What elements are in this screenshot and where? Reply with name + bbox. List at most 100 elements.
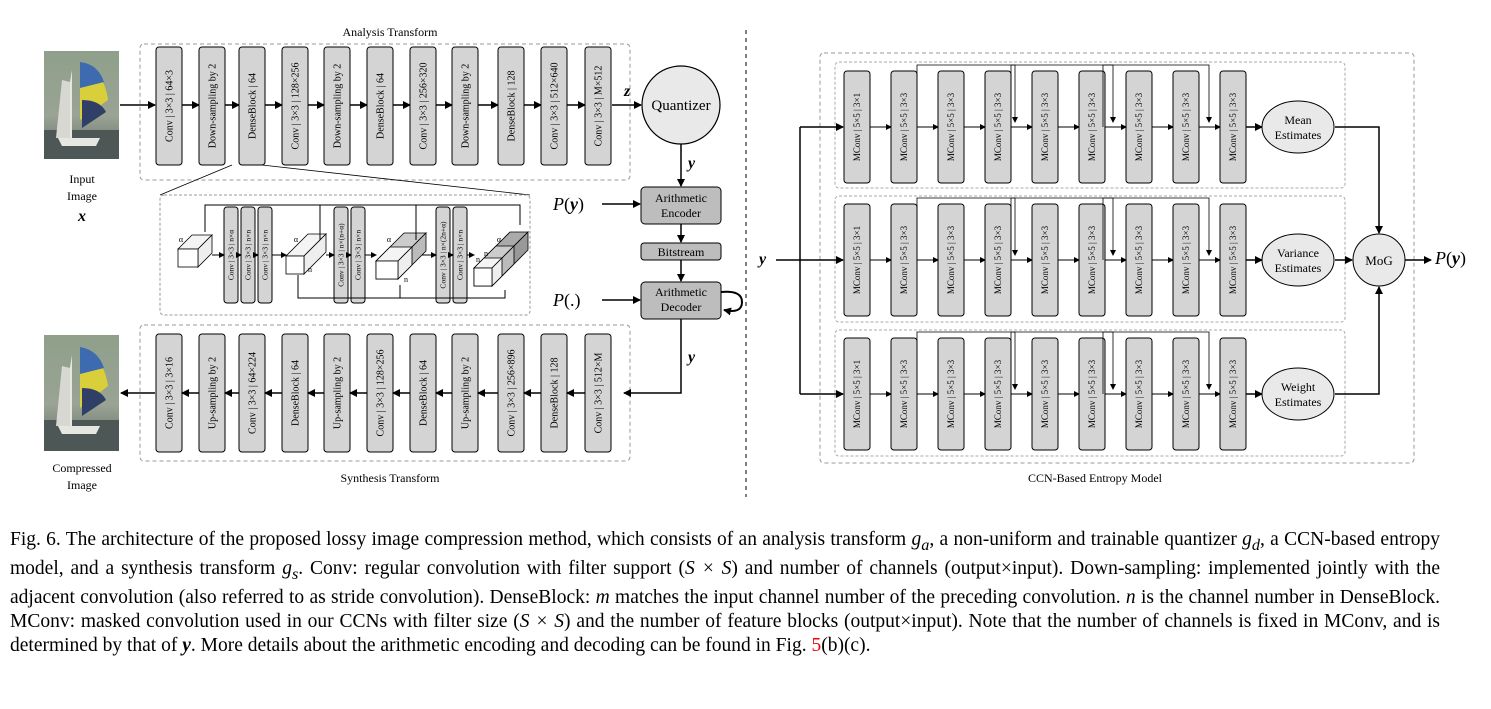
block-label: DenseBlock | 64	[291, 360, 302, 426]
analysis-block: Down-sampling by 2	[323, 46, 351, 166]
caption-math: n	[1125, 586, 1136, 608]
mconv-block: MConv | 5×5 | 3×3	[1172, 203, 1200, 317]
block-label: Conv | 3×3 | n×(n+α)	[337, 223, 346, 287]
block-label: Conv | 3×3 | 128×256	[376, 350, 387, 437]
block-label: MConv | 5×5 | 3×3	[1181, 92, 1191, 161]
analysis-block: Conv | 3×3 | 128×256	[281, 46, 309, 166]
block-label: Conv | 3×3 | n×α	[227, 230, 236, 280]
mconv-block: MConv | 5×5 | 3×3	[937, 70, 965, 184]
feature-cube	[473, 257, 503, 287]
encoder-line1: Arithmetic	[655, 191, 707, 205]
synthesis-block: Conv | 3×3 | 256×896	[497, 333, 525, 453]
entropy-row: MConv | 5×5 | 3×1 MConv | 5×5 | 3×3 MConv …	[800, 195, 1346, 323]
block-label: MConv | 5×5 | 3×1	[852, 226, 862, 294]
dense-conv-block: Conv | 3×3 | n×α	[223, 206, 239, 304]
dense-conv-block: Conv | 3×3 | n×n	[257, 206, 273, 304]
caption-math: g	[911, 529, 922, 550]
encoder-line2: Encoder	[661, 206, 701, 220]
caption-math: g	[282, 557, 292, 579]
mconv-block: MConv | 5×5 | 3×3	[1219, 337, 1247, 451]
block-label: MConv | 5×5 | 3×3	[993, 225, 1003, 294]
decoder-line1: Arithmetic	[655, 285, 707, 299]
block-label: Conv | 3×3 | 512×M	[594, 352, 605, 433]
dim-symbol: n	[404, 275, 408, 284]
block-label: MConv | 5×5 | 3×3	[993, 359, 1003, 428]
mconv-block: MConv | 5×5 | 3×3	[984, 70, 1012, 184]
analysis-block: Conv | 3×3 | 64×3	[155, 46, 183, 166]
py-label-left: P(y)	[552, 194, 584, 215]
caption-math: m	[595, 586, 610, 608]
block-label: DenseBlock | 64	[419, 360, 430, 426]
caption-math: s	[291, 564, 299, 583]
dim-symbol: n	[308, 265, 312, 274]
estimates-label-line1: Weight	[1281, 380, 1316, 394]
mconv-block: MConv | 5×5 | 3×3	[1172, 337, 1200, 451]
estimates-node	[1261, 100, 1335, 154]
block-label: Conv | 3×3 | n×n	[244, 230, 253, 280]
analysis-block: Down-sampling by 2	[198, 46, 226, 166]
synthesis-block: DenseBlock | 64	[409, 333, 437, 453]
caption-text: ) and number of channels (output×input).…	[10, 557, 1440, 608]
block-label: MConv | 5×5 | 3×3	[1134, 92, 1144, 161]
synthesis-block: Up-sampling by 2	[323, 333, 351, 453]
caption-figure-link[interactable]: 5	[811, 634, 822, 656]
synthesis-block: Conv | 3×3 | 512×M	[584, 333, 612, 453]
caption-text: (b)(c).	[821, 634, 871, 656]
analysis-transform-box	[139, 43, 631, 181]
mconv-block: MConv | 5×5 | 3×3	[1125, 70, 1153, 184]
block-label: Conv | 3×3 | 64×224	[248, 352, 259, 434]
figure-caption: Fig. 6. The architecture of the proposed…	[10, 528, 1440, 658]
block-label: MConv | 5×5 | 3×3	[1040, 225, 1050, 294]
caption-text: , a CCN-based entropy model, and a synth…	[10, 529, 1440, 579]
feature-cube	[177, 234, 213, 268]
mconv-block: MConv | 5×5 | 3×3	[984, 203, 1012, 317]
decoder-line2: Decoder	[661, 300, 702, 314]
block-label: DenseBlock | 64	[248, 73, 259, 139]
block-label: MConv | 5×5 | 3×1	[852, 93, 862, 161]
analysis-block: Down-sampling by 2	[451, 46, 479, 166]
caption-math: d	[1251, 535, 1261, 554]
mconv-block: MConv | 5×5 | 3×3	[1078, 337, 1106, 451]
y-symbol-top: y	[686, 155, 696, 172]
dense-conv-block: Conv | 3×3 | n×n	[350, 206, 366, 304]
synthesis-title: Synthesis Transform	[340, 471, 440, 485]
block-label: Conv | 3×3 | n×n	[261, 230, 270, 280]
caption-text: ) and the number of feature blocks (outp…	[10, 610, 1441, 656]
block-label: Conv | 3×3 | 256×896	[507, 350, 518, 437]
synthesis-block: Up-sampling by 2	[198, 333, 226, 453]
block-label: Conv | 3×3 | n×n	[456, 230, 465, 280]
block-label: MConv | 5×5 | 3×3	[1134, 359, 1144, 428]
feature-cube	[375, 246, 413, 280]
dim-symbol: α	[497, 235, 502, 244]
y-symbol-entropy: y	[757, 251, 767, 268]
caption-label: Fig. 6.	[10, 529, 61, 550]
synthesis-transform-box	[139, 324, 631, 462]
mconv-block: MConv | 5×5 | 3×1	[843, 70, 871, 184]
caption-text: . Conv: regular convolution with filter …	[298, 557, 685, 579]
mconv-block: MConv | 5×5 | 3×1	[843, 203, 871, 317]
block-label: MConv | 5×5 | 3×1	[852, 360, 862, 428]
decoder-loop-arrow	[720, 290, 744, 316]
block-label: Up-sampling by 2	[333, 357, 344, 429]
mconv-block: MConv | 5×5 | 3×3	[937, 337, 965, 451]
output-image	[44, 335, 119, 451]
caption-text: is the channel number in DenseBlock. MCo…	[10, 586, 1440, 632]
block-label: MConv | 5×5 | 3×3	[899, 359, 909, 428]
entropy-row: MConv | 5×5 | 3×1 MConv | 5×5 | 3×3 MConv …	[800, 61, 1346, 189]
mconv-block: MConv | 5×5 | 3×3	[1078, 70, 1106, 184]
estimates-node	[1261, 233, 1335, 287]
caption-text: . More details about the arithmetic enco…	[190, 634, 812, 656]
block-label: MConv | 5×5 | 3×3	[946, 92, 956, 161]
entropy-title: CCN-Based Entropy Model	[1028, 471, 1163, 485]
mog-label: MoG	[1365, 253, 1392, 268]
block-label: MConv | 5×5 | 3×3	[1040, 359, 1050, 428]
pdot-label: P(.)	[552, 290, 581, 311]
analysis-block: Conv | 3×3 | 512×640	[540, 46, 568, 166]
mconv-block: MConv | 5×5 | 3×3	[1219, 203, 1247, 317]
analysis-blocks: Conv | 3×3 | 64×3 Down-sampling by 2 Dense…	[155, 46, 612, 166]
block-label: Down-sampling by 2	[333, 64, 344, 148]
block-label: Conv | 3×3 | M×512	[594, 66, 605, 147]
